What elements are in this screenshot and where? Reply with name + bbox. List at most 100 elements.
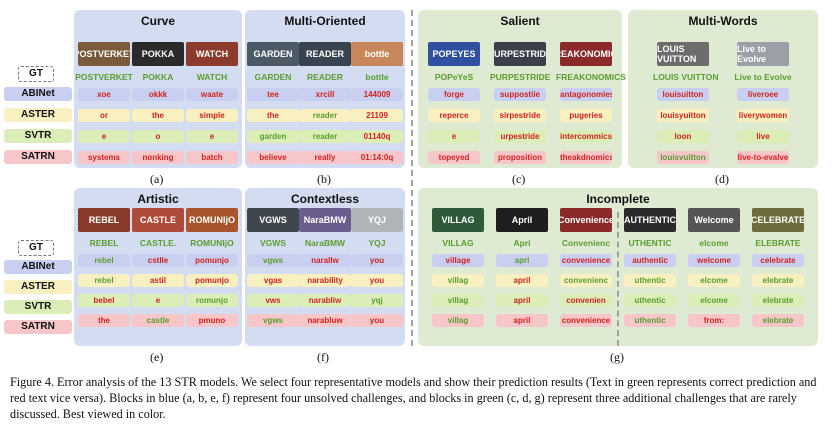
prediction-abinet: tee	[247, 88, 299, 101]
prediction-satrn: believe	[247, 151, 299, 164]
prediction-svtr: convenien	[560, 294, 612, 307]
prediction-aster: or	[78, 109, 130, 122]
prediction-abinet: forge	[428, 88, 480, 101]
ground-truth-label: POSTVERKET	[75, 72, 133, 82]
prediction-svtr: narabliw	[299, 294, 351, 307]
word-image: Welcome	[688, 208, 740, 232]
prediction-aster: simple	[186, 109, 238, 122]
prediction-satrn: you	[351, 314, 403, 327]
word-image: POKKA	[132, 42, 184, 66]
prediction-svtr: urpestride	[494, 130, 546, 143]
incomplete-divider	[617, 212, 619, 346]
prediction-svtr: april	[496, 294, 548, 307]
word-image: bottle	[351, 42, 403, 66]
ground-truth-label: GARDEN	[254, 72, 292, 82]
prediction-aster: reperce	[428, 109, 480, 122]
word-image: YQJ	[351, 208, 403, 232]
prediction-abinet: welcome	[688, 254, 740, 267]
prediction-satrn: systems	[78, 151, 130, 164]
prediction-abinet: liveroee	[737, 88, 789, 101]
prediction-svtr: 01140q	[351, 130, 403, 143]
prediction-abinet: you	[351, 254, 403, 267]
word-image: Convenience	[560, 208, 612, 232]
row-label-aster: ASTER	[4, 280, 72, 294]
ground-truth-label: FREAKONOMICS	[556, 72, 626, 82]
prediction-aster: convenienc	[560, 274, 612, 287]
row-label-abinet: ABINet	[4, 260, 72, 274]
prediction-svtr: uthentic	[624, 294, 676, 307]
prediction-satrn: proposition	[494, 151, 546, 164]
row-label-abinet: ABINet	[4, 87, 72, 101]
prediction-aster: narability	[299, 274, 351, 287]
prediction-satrn: topeyed	[428, 151, 480, 164]
panel-title: Multi-Words	[688, 14, 758, 28]
word-image: LOUIS VUITTON	[657, 42, 709, 66]
word-image: WATCH	[186, 42, 238, 66]
row-label-svtr: SVTR	[4, 300, 72, 314]
subfigure-label: (c)	[512, 172, 526, 186]
subfigure-label: (d)	[715, 172, 729, 186]
subfigure-label: (g)	[610, 350, 624, 364]
prediction-satrn: april	[496, 314, 548, 327]
word-image: POSTVERKET	[78, 42, 130, 66]
prediction-svtr: live	[737, 130, 789, 143]
row-label-svtr: SVTR	[4, 129, 72, 143]
ground-truth-label: READER	[307, 72, 343, 82]
prediction-satrn: villag	[432, 314, 484, 327]
prediction-satrn: nonking	[132, 151, 184, 164]
prediction-svtr: villag	[432, 294, 484, 307]
subfigure-label: (f)	[317, 350, 329, 364]
prediction-aster: reader	[299, 109, 351, 122]
prediction-aster: 21109	[351, 109, 403, 122]
word-image: VILLAG	[432, 208, 484, 232]
prediction-satrn: louisvuitton	[657, 151, 709, 164]
prediction-svtr: e	[132, 294, 184, 307]
prediction-abinet: louisuitton	[657, 88, 709, 101]
word-image: CASTLE	[132, 208, 184, 232]
ground-truth-label: NaraBMW	[304, 238, 346, 248]
prediction-satrn: elebrate	[752, 314, 804, 327]
prediction-abinet: xrcill	[299, 88, 351, 101]
prediction-aster: you	[351, 274, 403, 287]
prediction-aster: uthentic	[624, 274, 676, 287]
ground-truth-label: VGWS	[260, 238, 286, 248]
prediction-abinet: cstlle	[132, 254, 184, 267]
prediction-satrn: really	[299, 151, 351, 164]
prediction-aster: april	[496, 274, 548, 287]
figure-caption: Figure 4. Error analysis of the 13 STR m…	[10, 375, 817, 421]
prediction-abinet: authentic	[624, 254, 676, 267]
panel-divider	[411, 10, 413, 346]
ground-truth-label: LOUIS VUITTON	[653, 72, 719, 82]
ground-truth-label: POPeYeS	[434, 72, 474, 82]
prediction-svtr: loon	[657, 130, 709, 143]
ground-truth-label: YQJ	[368, 238, 386, 248]
ground-truth-label: ELEBRATE	[755, 238, 801, 248]
prediction-abinet: pomunjo	[186, 254, 238, 267]
word-image: POPEYES	[428, 42, 480, 66]
ground-truth-label: ROMUNIjO	[190, 238, 234, 248]
ground-truth-label: UTHENTIC	[628, 238, 672, 248]
word-image: CELEBRATE	[752, 208, 804, 232]
word-image: VGWS	[247, 208, 299, 232]
word-image: READER	[299, 42, 351, 66]
word-image: April	[496, 208, 548, 232]
prediction-abinet: vgws	[247, 254, 299, 267]
ground-truth-label: VILLAG	[442, 238, 474, 248]
ground-truth-label: bottle	[365, 72, 389, 82]
row-label-aster: ASTER	[4, 108, 72, 122]
ground-truth-label: elcome	[699, 238, 729, 248]
subfigure-label: (e)	[150, 350, 164, 364]
prediction-aster: liverywomen	[737, 109, 789, 122]
ground-truth-label: POKKA	[142, 72, 174, 82]
prediction-satrn: castle	[132, 314, 184, 327]
prediction-svtr: e	[186, 130, 238, 143]
prediction-svtr: intercommics	[560, 130, 612, 143]
prediction-aster: vgas	[247, 274, 299, 287]
prediction-abinet: waate	[186, 88, 238, 101]
prediction-satrn: 01:14:0q	[351, 151, 403, 164]
prediction-abinet: narallw	[299, 254, 351, 267]
row-label-satrn: SATRN	[4, 320, 72, 334]
